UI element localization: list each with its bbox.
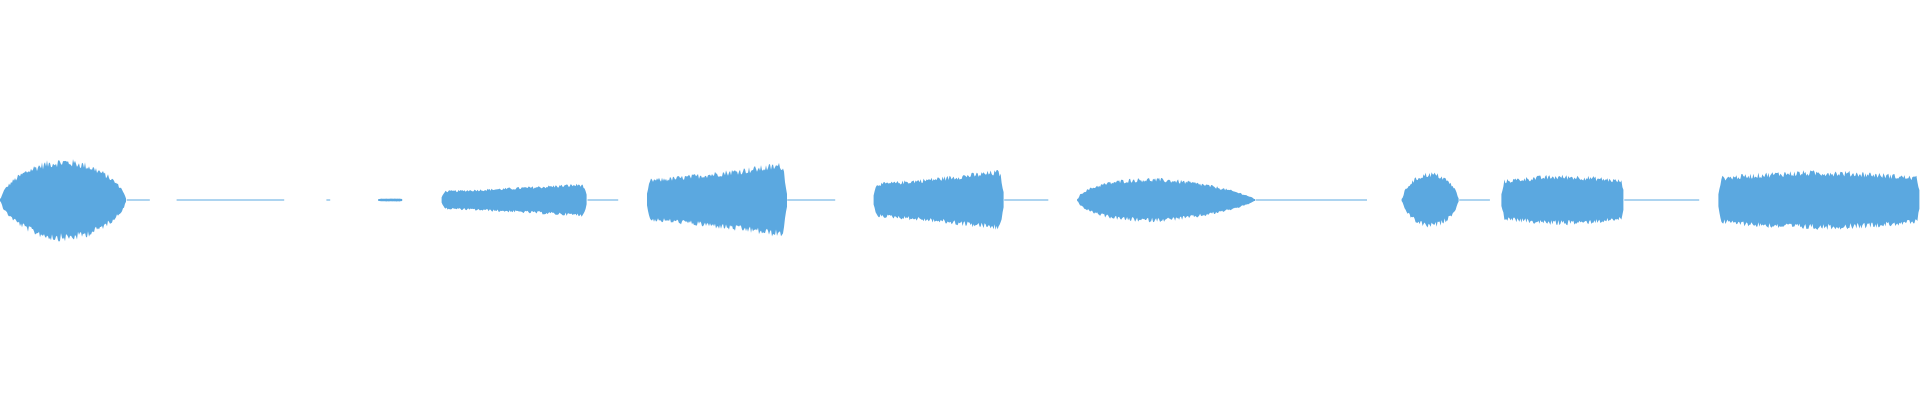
waveform-segment-8 — [1718, 170, 1920, 230]
waveform-segment-0 — [0, 159, 126, 242]
waveform-segment-6 — [1401, 172, 1459, 228]
waveform-segment-4 — [873, 170, 1004, 230]
waveform-segment-2 — [441, 183, 587, 217]
waveform-segment-1 — [378, 198, 403, 202]
waveform-segment-5 — [1077, 177, 1256, 223]
waveform-segment-7 — [1501, 174, 1624, 226]
waveform-segment-3 — [647, 162, 787, 237]
